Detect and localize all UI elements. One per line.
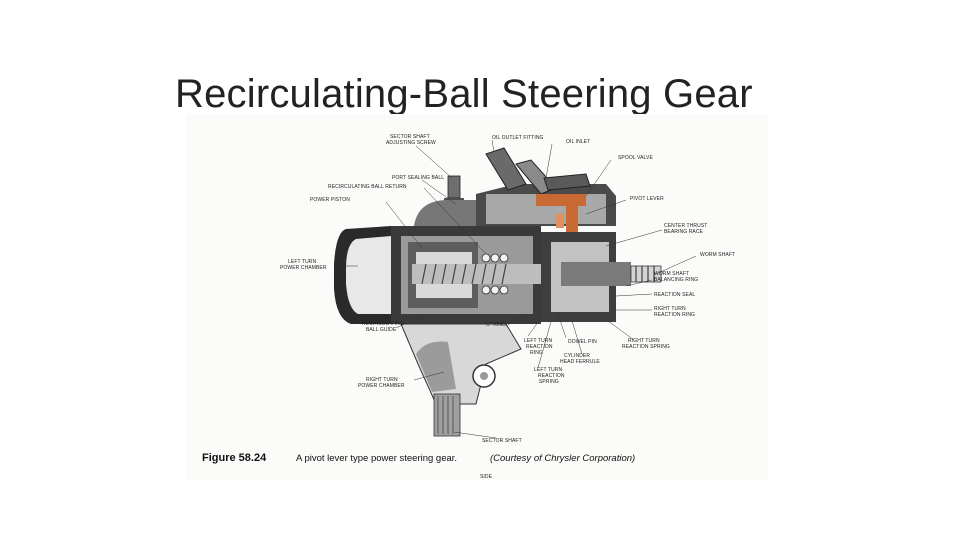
label-left-turn-2: POWER CHAMBER	[280, 265, 327, 271]
label-oil-outlet-fitting: OIL OUTLET FITTING	[492, 135, 544, 141]
caption-text: A pivot lever type power steering gear.	[296, 453, 457, 464]
label-reaction-seal: REACTION SEAL	[654, 292, 695, 298]
label-left-turn-reaction-ring-3: RING	[530, 350, 543, 356]
label-left-turn-reaction-ring-1: LEFT TURN	[524, 338, 553, 344]
steering-gear-figure: SECTOR SHAFT ADJUSTING SCREW OIL OUTLET …	[186, 114, 768, 480]
caption-credit: (Courtesy of Chrysler Corporation)	[490, 453, 635, 464]
gear-housing	[334, 147, 662, 437]
label-recirculating-ball-return: RECIRCULATING BALL RETURN	[328, 184, 407, 190]
label-side: SIDE	[480, 474, 493, 480]
label-left-turn-reaction-ring-2: REACTION	[526, 344, 553, 350]
label-center-thrust-1: CENTER THRUST	[664, 223, 707, 229]
label-right-turn-power-chamber-1: RIGHT TURN	[366, 377, 398, 383]
label-worm-shaft: WORM SHAFT	[700, 252, 735, 258]
leader-lines	[334, 139, 697, 439]
steering-gear-cutaway-illustration: SECTOR SHAFT ADJUSTING SCREW OIL OUTLET …	[202, 134, 735, 480]
label-dowel-pin: DOWEL PIN	[568, 339, 597, 345]
label-sector-shaft-adjusting-screw-2: ADJUSTING SCREW	[386, 140, 436, 146]
label-sector-shaft: SECTOR SHAFT	[482, 438, 522, 444]
label-recirculating-ball-guide-2: BALL GUIDE	[366, 327, 397, 333]
label-spool-valve: SPOOL VALVE	[618, 155, 653, 161]
label-power-piston: POWER PISTON	[310, 197, 350, 203]
label-right-turn-power-chamber-2: POWER CHAMBER	[358, 383, 405, 389]
label-right-turn-reaction-ring-2: REACTION RING	[654, 312, 695, 318]
label-right-turn-reaction-spring-2: REACTION SPRING	[622, 344, 670, 350]
label-cylinder-head-ferrule-2: HEAD FERRULE	[560, 359, 600, 365]
label-o-ring: "O" RING	[484, 322, 506, 328]
label-oil-inlet: OIL INLET	[566, 139, 590, 145]
slide-title: Recirculating-Ball Steering Gear	[175, 72, 753, 116]
label-center-thrust-2: BEARING RACE	[664, 229, 704, 235]
label-left-turn-reaction-spring-3: SPRING	[539, 379, 559, 385]
figure-caption: Figure 58.24 A pivot lever type power st…	[202, 452, 635, 480]
label-right-turn-reaction-spring-1: RIGHT TURN	[628, 338, 660, 344]
label-sector-shaft-adjusting-screw-1: SECTOR SHAFT	[390, 134, 430, 140]
label-left-turn-1: LEFT TURN	[288, 259, 317, 265]
label-recirculating-ball-guide-1: RECIRCULATING	[362, 321, 404, 327]
part-labels: SECTOR SHAFT ADJUSTING SCREW OIL OUTLET …	[280, 134, 735, 444]
label-port-sealing-ball: PORT SEALING BALL	[392, 175, 444, 181]
label-cylinder-head-ferrule-1: CYLINDER	[564, 353, 590, 359]
label-left-turn-reaction-spring-1: LEFT TURN	[534, 367, 563, 373]
label-worm-shaft-balancing-2: BALANCING RING	[654, 277, 698, 283]
label-right-turn-reaction-ring-1: RIGHT TURN	[654, 306, 686, 312]
label-worm-shaft-balancing-1: WORM SHAFT	[654, 271, 689, 277]
label-left-turn-reaction-spring-2: REACTION	[538, 373, 565, 379]
label-pivot-lever: PIVOT LEVER	[630, 196, 664, 202]
caption-figure-number: Figure 58.24	[202, 452, 267, 464]
